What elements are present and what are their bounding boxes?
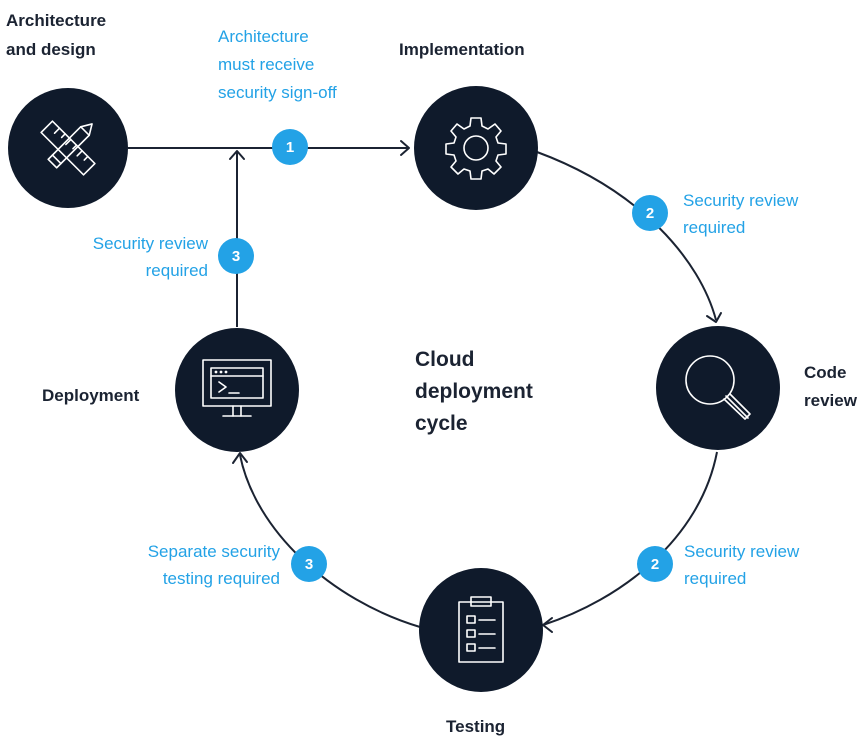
arrowhead-implementation	[400, 140, 410, 156]
implementation-node	[414, 86, 538, 210]
ruler-pencil-icon	[40, 120, 96, 176]
center-title-line2: deployment	[415, 380, 533, 403]
badge-deploy-to-arch: 3	[218, 238, 254, 274]
badge-impl-to-review: 2	[632, 195, 668, 231]
gear-icon	[445, 117, 507, 180]
badge-deploy-to-arch-number: 3	[232, 248, 240, 265]
code-review-label-line1: Code	[804, 363, 847, 382]
connector-testing-to-deployment	[239, 454, 421, 628]
clipboard-checklist-icon	[458, 596, 504, 663]
note-impl-to-review-line2: required	[683, 218, 745, 237]
note-testing-to-deploy-line1: Separate security	[148, 542, 281, 561]
architecture-node	[8, 88, 128, 208]
note-signoff-line1: Architecture	[218, 27, 309, 46]
architecture-label-line2: and design	[6, 40, 96, 59]
note-deploy-to-arch-line2: required	[146, 261, 208, 280]
note-impl-to-review-line1: Security review	[683, 191, 799, 210]
note-testing-to-deploy-line2: testing required	[163, 569, 280, 588]
badge-review-to-testing: 2	[637, 546, 673, 582]
code-review-label-line2: review	[804, 391, 858, 410]
testing-node	[419, 568, 543, 692]
magnifier-icon	[685, 355, 751, 420]
badge-testing-to-deploy-number: 3	[305, 556, 313, 573]
badge-signoff-number: 1	[286, 139, 294, 156]
note-signoff-line2: must receive	[218, 55, 314, 74]
arrowhead-architecture-loop	[229, 150, 245, 160]
badge-signoff: 1	[272, 129, 308, 165]
note-review-to-testing-line1: Security review	[684, 542, 800, 561]
arrowhead-deployment	[232, 452, 248, 464]
badge-testing-to-deploy: 3	[291, 546, 327, 582]
badge-impl-to-review-number: 2	[646, 205, 654, 222]
note-signoff-line3: security sign-off	[218, 83, 337, 102]
center-title-line3: cycle	[415, 412, 468, 435]
architecture-label-line1: Architecture	[6, 11, 106, 30]
badge-review-to-testing-number: 2	[651, 556, 659, 573]
implementation-label: Implementation	[399, 40, 525, 59]
note-review-to-testing-line2: required	[684, 569, 746, 588]
testing-label: Testing	[446, 717, 505, 736]
terminal-monitor-icon	[202, 359, 272, 417]
center-title-line1: Cloud	[415, 348, 474, 371]
note-deploy-to-arch-line1: Security review	[93, 234, 209, 253]
code-review-node	[656, 326, 780, 450]
arrowhead-testing	[542, 617, 553, 633]
deployment-label: Deployment	[42, 386, 140, 405]
arrowhead-code-review	[706, 312, 722, 323]
deployment-node	[175, 328, 299, 452]
connector-code-review-to-testing	[542, 451, 718, 626]
